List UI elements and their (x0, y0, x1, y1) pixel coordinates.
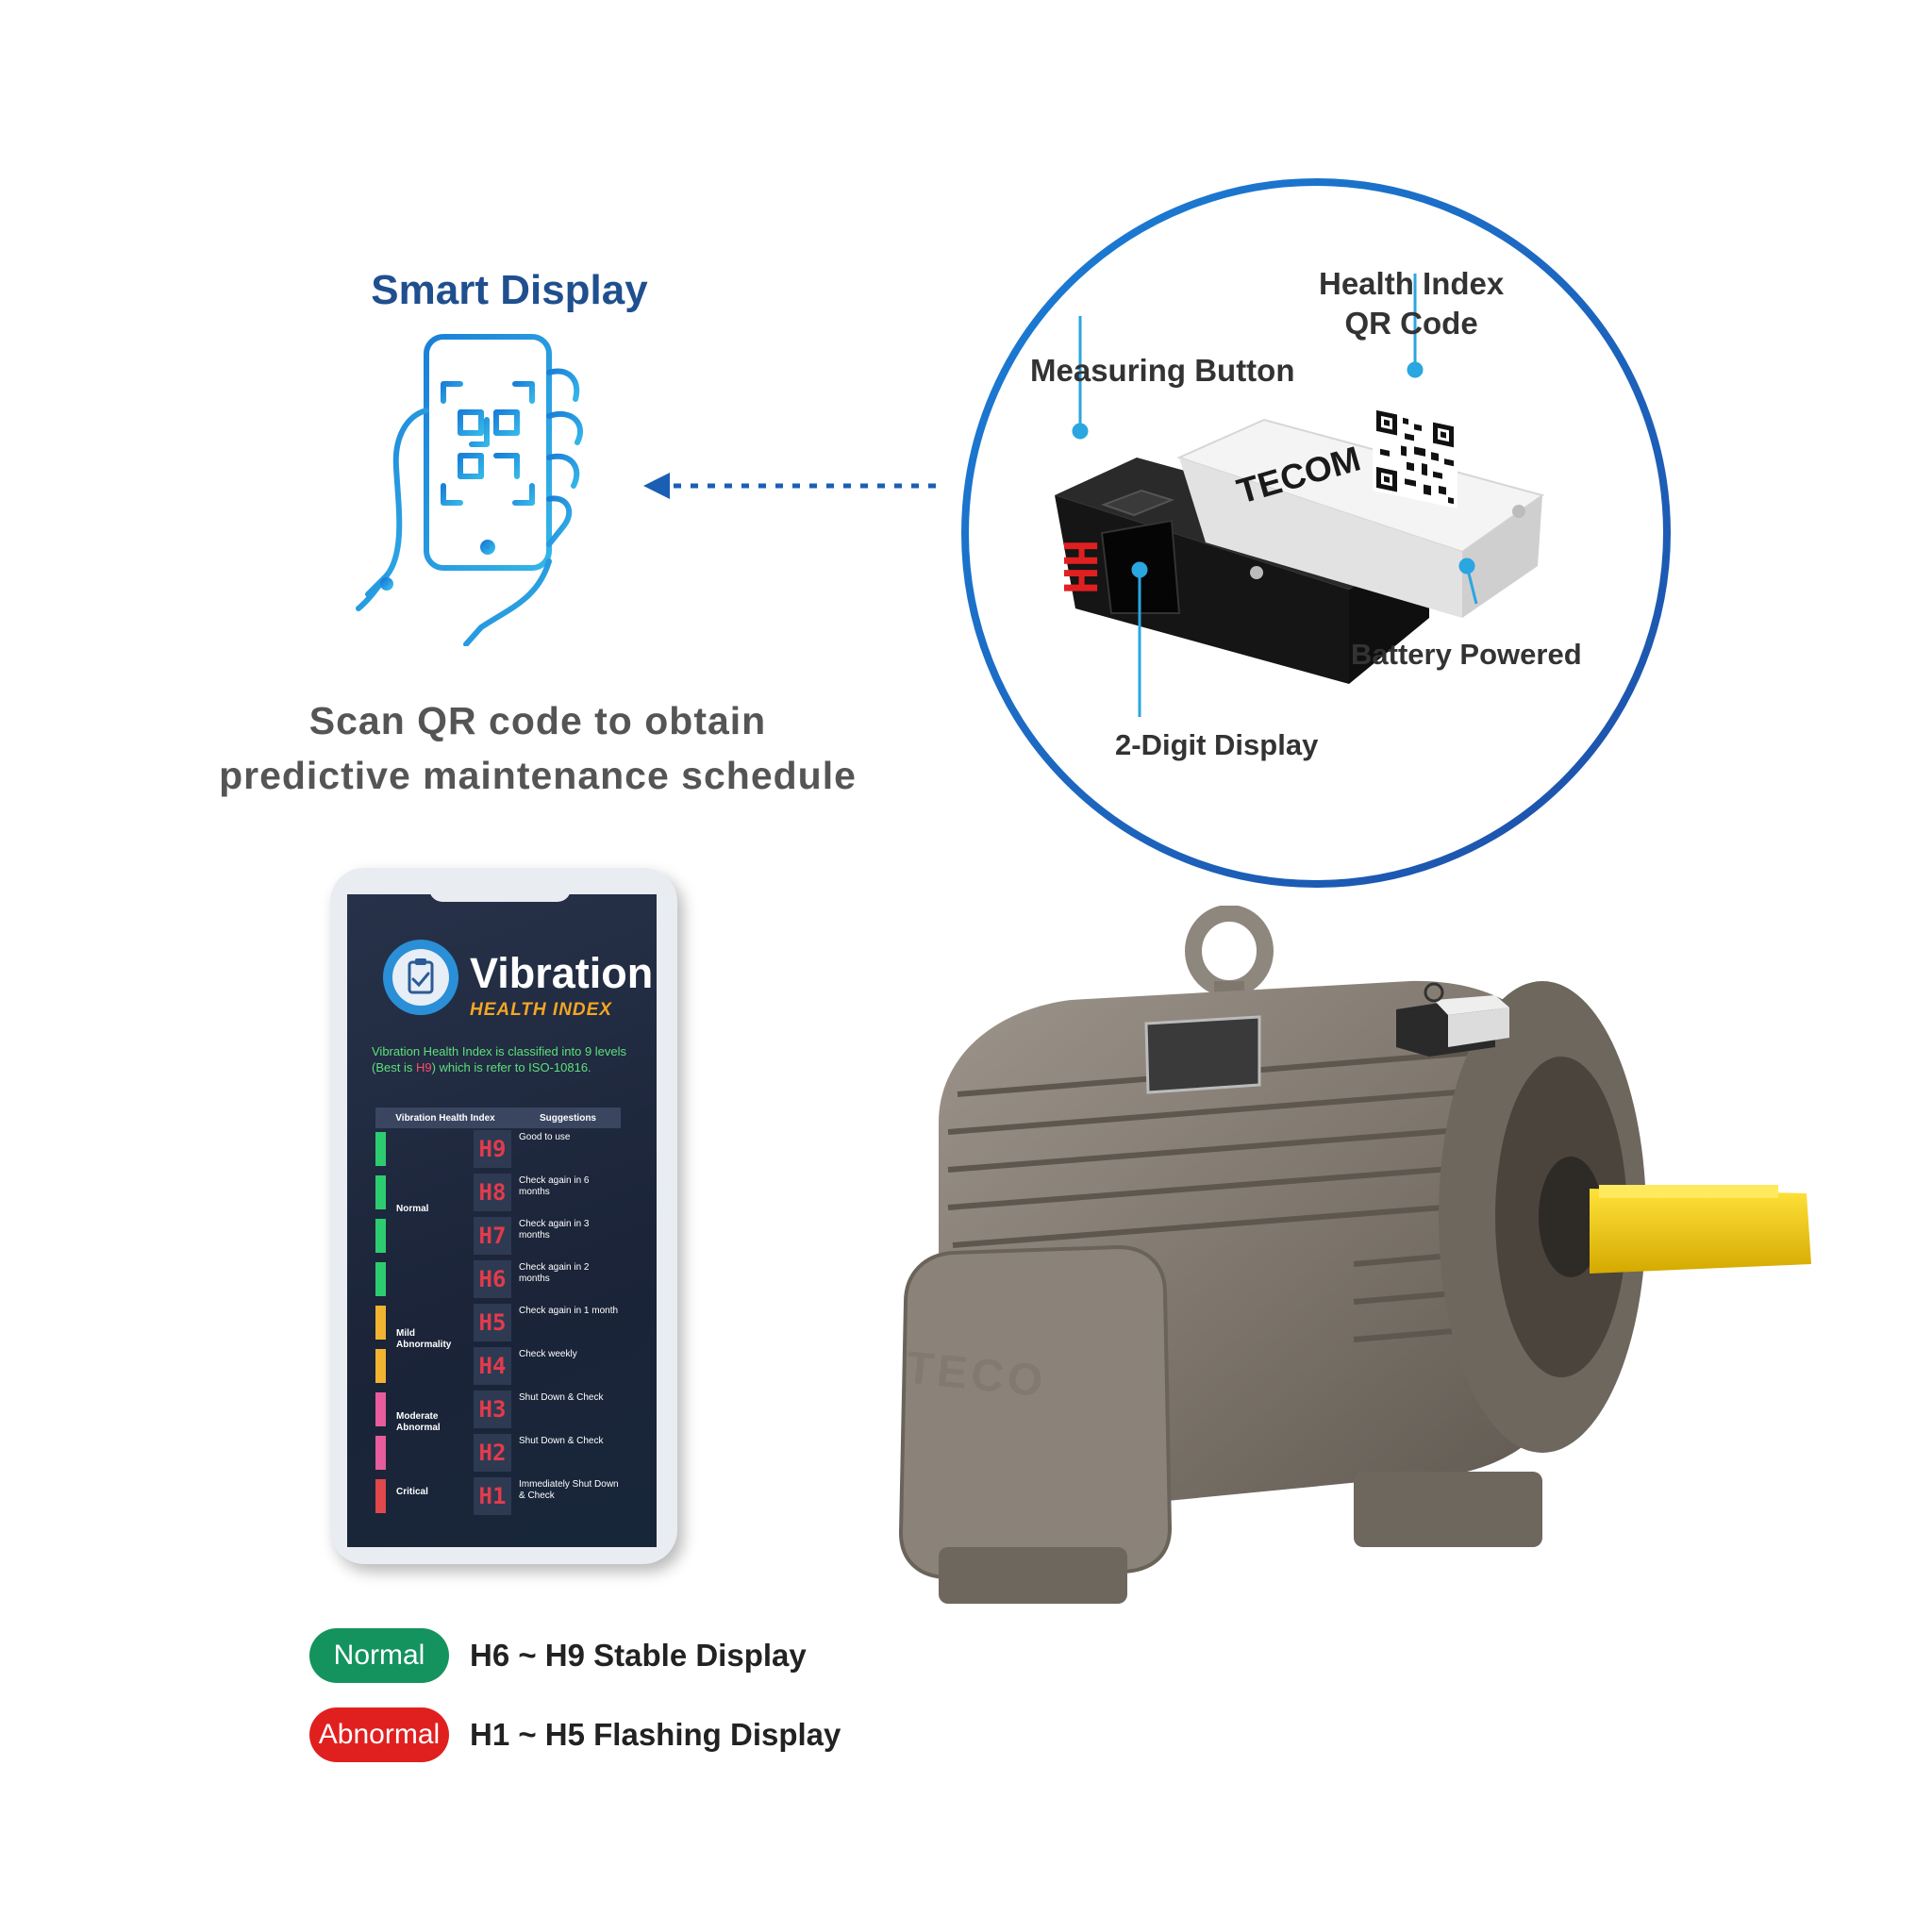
normal-legend-text: H6 ~ H9 Stable Display (470, 1638, 807, 1673)
group-moderate: Moderate Abnormal (396, 1411, 441, 1433)
table-row: H7 Check again in 3 months (375, 1215, 621, 1257)
suggestion-text: Shut Down & Check (519, 1436, 604, 1446)
header-suggestions: Suggestions (539, 1112, 596, 1124)
health-index-code: H6 (474, 1260, 511, 1298)
scan-caption-line2: predictive maintenance schedule (219, 754, 857, 797)
normal-pill: Normal (309, 1628, 449, 1683)
level-color-bar (375, 1262, 386, 1296)
level-color-bar (375, 1349, 386, 1383)
health-index-qr-label: Health Index QR Code (1319, 266, 1504, 341)
level-color-bar (375, 1392, 386, 1426)
sensor-detail-circle (961, 178, 1671, 888)
electric-motor-image (898, 906, 1811, 1604)
health-index-code: H4 (474, 1347, 511, 1385)
suggestion-text: Shut Down & Check (519, 1392, 604, 1403)
hand-phone-qr-icon (356, 334, 583, 646)
health-index-code: H3 (474, 1391, 511, 1428)
phone-notch (429, 885, 571, 902)
app-title: Vibration (470, 949, 654, 997)
clipboard-check-icon (383, 940, 458, 1015)
level-color-bar (375, 1219, 386, 1253)
dotted-arrow (643, 473, 936, 499)
table-row: H5 Check again in 1 month (375, 1302, 621, 1343)
health-index-code: H7 (474, 1217, 511, 1255)
abnormal-pill: Abnormal (309, 1707, 449, 1762)
scan-qr-caption: Scan QR code to obtain predictive mainte… (170, 693, 906, 803)
suggestion-text: Check again in 3 months (519, 1219, 590, 1241)
legend-normal: Normal H6 ~ H9 Stable Display (309, 1626, 807, 1685)
suggestion-text: Check again in 2 months (519, 1262, 590, 1284)
desc-part2: ) which is refer to ISO-10816. (431, 1060, 591, 1074)
battery-powered-label: Battery Powered (1351, 638, 1582, 671)
suggestion-text: Check again in 6 months (519, 1175, 590, 1197)
level-color-bar (375, 1175, 386, 1209)
table-row: H3 Shut Down & Check (375, 1389, 621, 1430)
level-color-bar (375, 1306, 386, 1340)
level-color-bar (375, 1132, 386, 1166)
table-row: H2 Shut Down & Check (375, 1432, 621, 1474)
desc-part1: Vibration Health Index is classified int… (372, 1044, 627, 1074)
group-normal: Normal (396, 1204, 429, 1214)
health-index-code: H2 (474, 1434, 511, 1472)
sensor-display-reading: HH (1053, 540, 1106, 594)
table-header: Vibration Health Index Suggestions (375, 1108, 621, 1128)
group-mild: Mild Abnormality (396, 1328, 452, 1350)
abnormal-legend-text: H1 ~ H5 Flashing Display (470, 1717, 841, 1752)
table-row: H6 Check again in 2 months (375, 1258, 621, 1300)
health-index-table: Vibration Health Index Suggestions Norma… (375, 1108, 621, 1521)
table-body: Normal Mild Abnormality Moderate Abnorma… (375, 1128, 621, 1521)
health-index-code: H1 (474, 1477, 511, 1515)
table-row: H8 Check again in 6 months (375, 1172, 621, 1213)
health-index-code: H5 (474, 1304, 511, 1341)
suggestion-text: Check again in 1 month (519, 1306, 619, 1316)
health-index-code: H9 (474, 1130, 511, 1168)
legend-abnormal: Abnormal H1 ~ H5 Flashing Display (309, 1706, 841, 1764)
health-index-line1: Health Index (1319, 266, 1505, 301)
app-subtitle: HEALTH INDEX (470, 1000, 612, 1020)
suggestion-text: Immediately Shut Down & Check (519, 1479, 619, 1501)
app-description: Vibration Health Index is classified int… (372, 1043, 636, 1075)
group-critical: Critical (396, 1487, 428, 1497)
table-row: H4 Check weekly (375, 1345, 621, 1387)
scan-caption-line1: Scan QR code to obtain (308, 699, 767, 742)
measuring-button-label: Measuring Button (1030, 353, 1295, 388)
suggestion-text: Check weekly (519, 1349, 577, 1359)
smart-display-title: Smart Display (371, 267, 648, 313)
desc-highlight: H9 (415, 1060, 432, 1074)
health-index-code: H8 (474, 1174, 511, 1211)
header-index: Vibration Health Index (395, 1112, 495, 1124)
two-digit-display-label: 2-Digit Display (1115, 728, 1319, 761)
suggestion-text: Good to use (519, 1132, 571, 1142)
table-row: H1 Immediately Shut Down & Check (375, 1475, 621, 1517)
health-index-line2: QR Code (1344, 306, 1478, 341)
table-row: H9 Good to use (375, 1128, 621, 1170)
level-color-bar (375, 1436, 386, 1470)
level-color-bar (375, 1479, 386, 1513)
